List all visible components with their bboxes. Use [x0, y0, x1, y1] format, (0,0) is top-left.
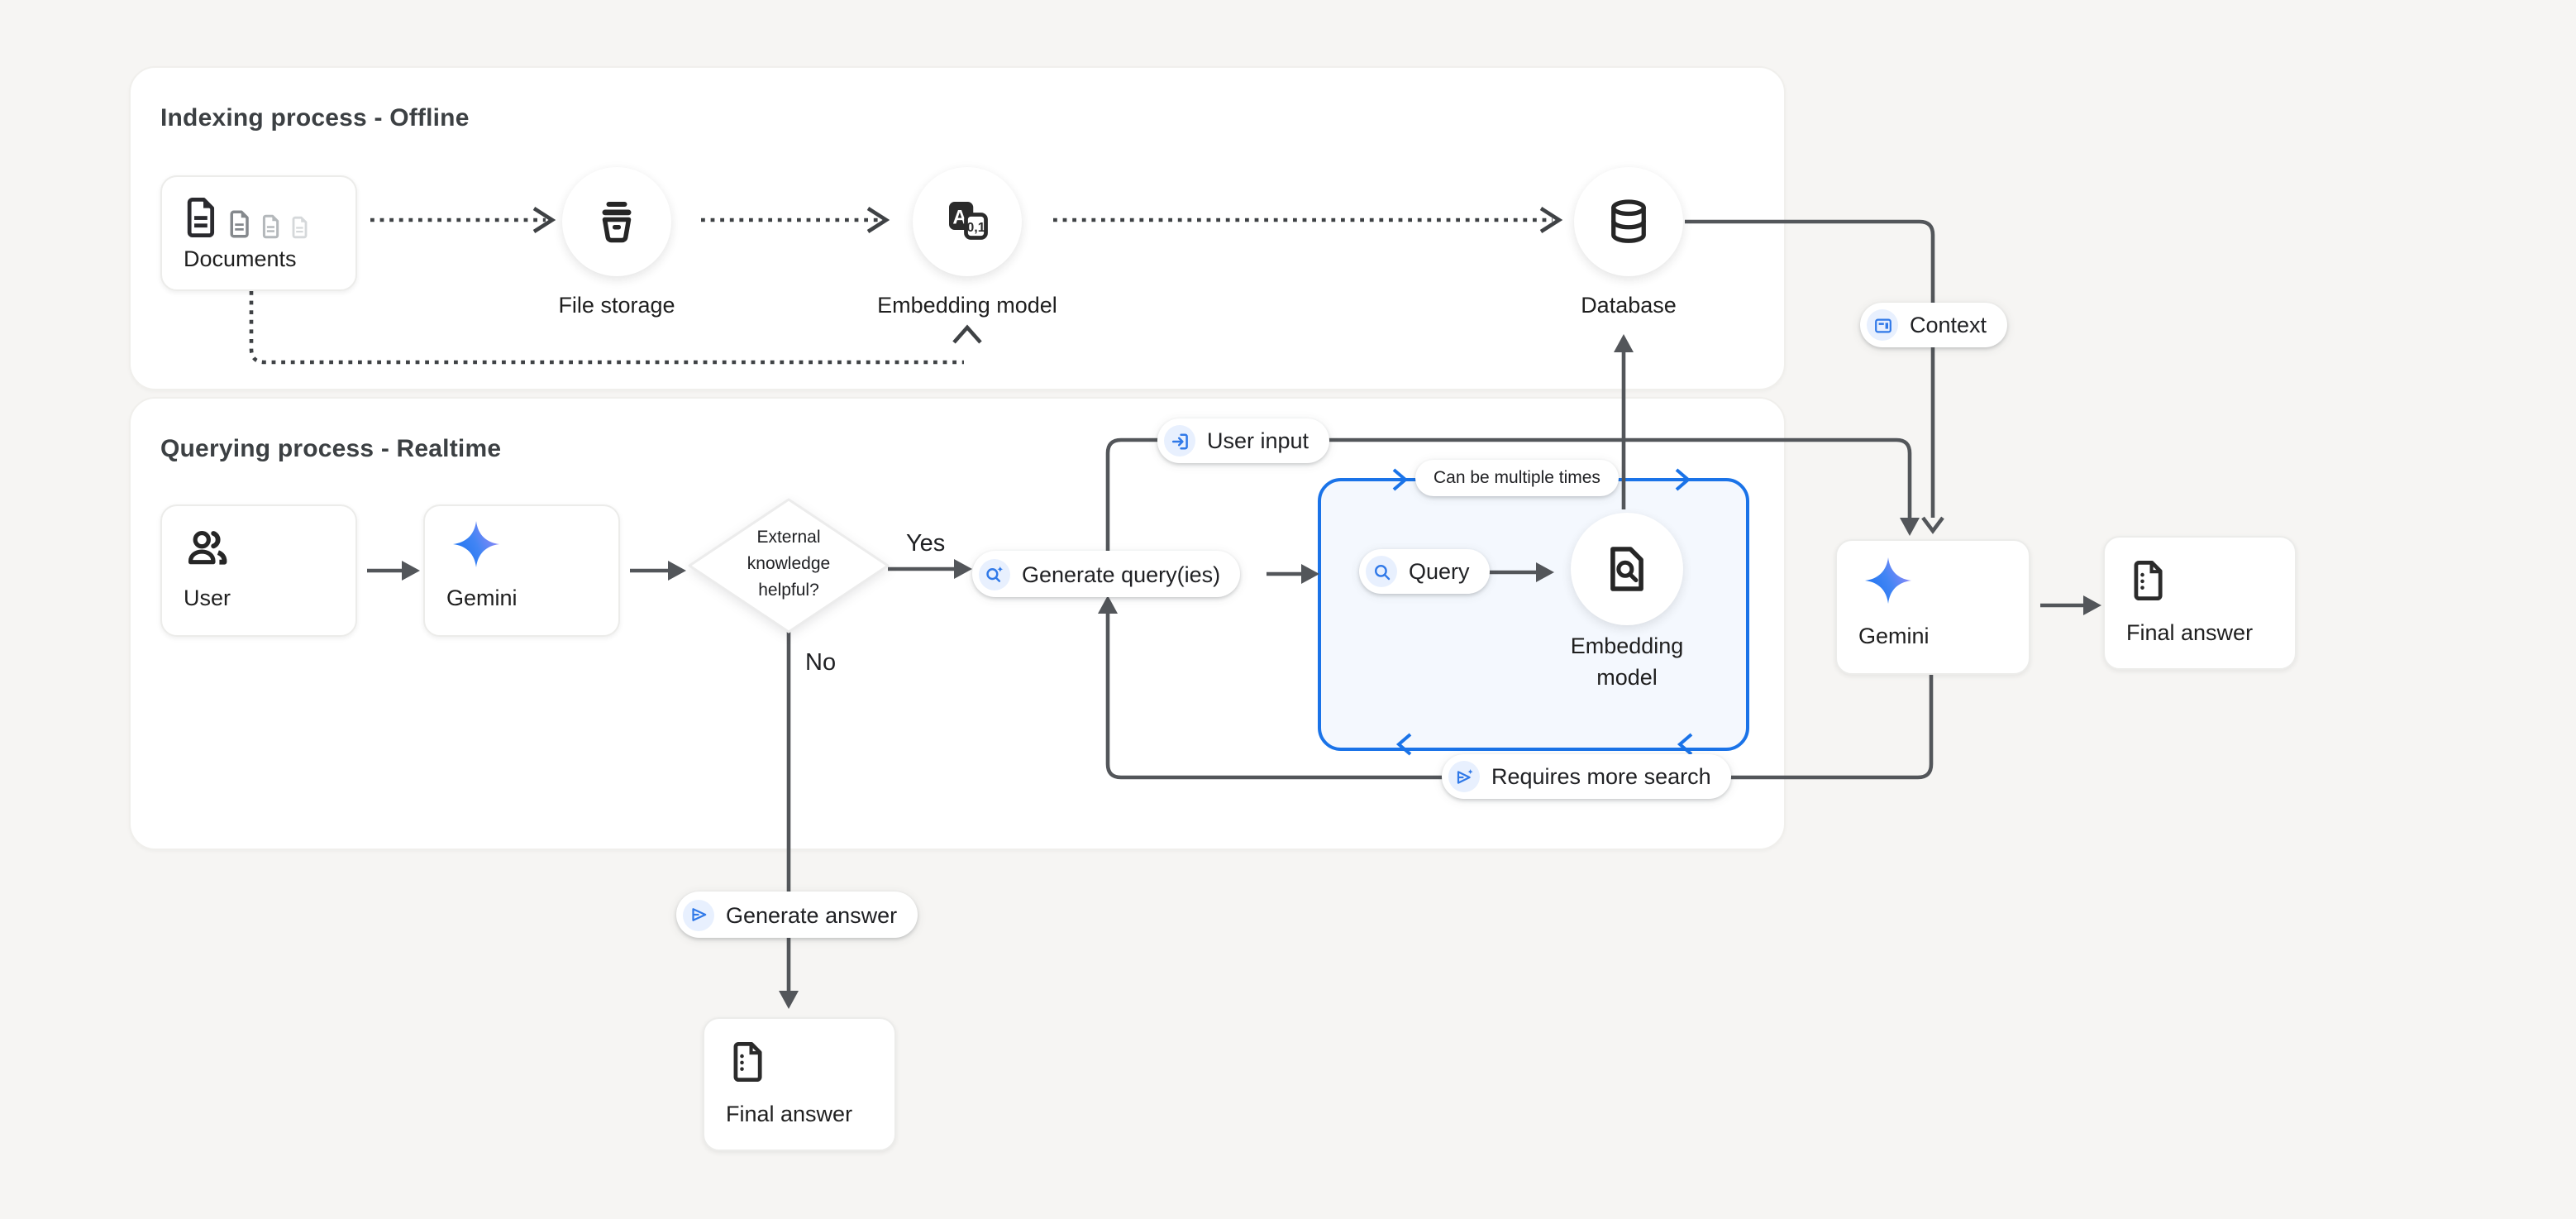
- user-input-label: User input: [1207, 428, 1309, 453]
- gemini-star-icon: [453, 521, 499, 567]
- query-label: Query: [1409, 559, 1470, 584]
- documents-card: Documents: [160, 175, 357, 291]
- svg-text:A: A: [952, 206, 966, 228]
- embedding-model-offline-label: Embedding model: [877, 293, 1057, 318]
- final-answer-bottom-card: Final answer: [703, 1017, 896, 1151]
- decision-diamond: [688, 498, 890, 633]
- arrowhead-right-icon: [2083, 595, 2101, 615]
- query-pill: Query: [1359, 549, 1490, 594]
- chevron-right-icon: [1539, 207, 1563, 233]
- gemini-answer-card: Gemini: [1835, 539, 2030, 675]
- edge-documents-embedding-feedback: [249, 291, 964, 365]
- can-be-multiple-times-label: Can be multiple times: [1433, 468, 1600, 488]
- loop-chevron-left-icon: [1677, 733, 1693, 756]
- context-pill: Context: [1860, 303, 2007, 347]
- final-answer-right-card: Final answer: [2103, 536, 2297, 670]
- arrowhead-down-icon: [1900, 518, 1920, 536]
- arrowhead-right-icon: [1301, 564, 1319, 584]
- edge-user-input-path: [1105, 437, 1912, 551]
- gemini-answer-label: Gemini: [1858, 624, 1930, 648]
- database-label: Database: [1581, 293, 1677, 318]
- loop-chevron-left-icon: [1395, 733, 1412, 756]
- document-stack-icon: [182, 195, 309, 240]
- gemini-star-icon: [1865, 557, 1911, 604]
- users-icon: [188, 530, 227, 565]
- search-icon: [1373, 563, 1390, 580]
- generate-answer-label: Generate answer: [726, 902, 898, 927]
- requires-more-search-label: Requires more search: [1491, 764, 1711, 789]
- loop-chevron-right-icon: [1675, 468, 1691, 491]
- gemini-query-label: Gemini: [446, 586, 518, 610]
- retrieval-loop-box: [1318, 478, 1749, 751]
- chevron-down-icon: [1921, 516, 1944, 534]
- chevron-up-icon: [952, 324, 982, 344]
- database-node: [1574, 167, 1683, 276]
- final-answer-right-label: Final answer: [2126, 620, 2254, 645]
- edge-database-context-path: [1685, 219, 1935, 518]
- database-icon: [1611, 199, 1646, 243]
- decision-text: External knowledge helpful?: [747, 528, 831, 600]
- arrowhead-up-icon: [1098, 595, 1118, 614]
- arrowhead-right-icon: [954, 559, 972, 579]
- arrowhead-down-icon: [779, 991, 799, 1009]
- context-label: Context: [1910, 313, 1987, 337]
- send-sparkle-icon: [1456, 767, 1472, 783]
- context-icon: [1874, 318, 1891, 332]
- edge-label-no: No: [805, 650, 837, 676]
- indexing-panel-title: Indexing process - Offline: [160, 104, 470, 132]
- final-answer-bottom-label: Final answer: [726, 1102, 853, 1126]
- user-label: User: [184, 586, 231, 610]
- requires-more-search-pill: Requires more search: [1442, 754, 1731, 799]
- generate-answer-pill: Generate answer: [676, 892, 918, 938]
- user-card: User: [160, 504, 357, 637]
- can-be-multiple-times-pill: Can be multiple times: [1415, 460, 1619, 496]
- send-icon: [691, 908, 706, 921]
- svg-text:0,1: 0,1: [966, 221, 985, 235]
- file-storage-node: [562, 167, 671, 276]
- file-storage-label: File storage: [558, 293, 675, 318]
- login-icon: [1171, 433, 1187, 449]
- arrowhead-up-icon: [1614, 334, 1634, 352]
- arrowhead-right-icon: [402, 561, 420, 581]
- embedding-model-realtime-node: [1571, 513, 1683, 625]
- generate-queries-pill: Generate query(ies): [972, 551, 1241, 597]
- final-document-icon: [2134, 560, 2163, 601]
- generate-queries-label: Generate query(ies): [1022, 562, 1221, 586]
- chevron-right-icon: [532, 207, 556, 233]
- user-input-pill: User input: [1157, 418, 1329, 463]
- documents-label: Documents: [184, 246, 297, 271]
- search-sparkle-icon: [986, 565, 1004, 581]
- querying-panel-title: Querying process - Realtime: [160, 435, 502, 463]
- loop-chevron-right-icon: [1392, 468, 1409, 491]
- storage-bucket-icon: [602, 202, 632, 243]
- gemini-query-card: Gemini: [423, 504, 620, 637]
- chevron-right-icon: [866, 207, 890, 233]
- arrowhead-right-icon: [1536, 562, 1554, 582]
- edge-label-yes: Yes: [906, 531, 946, 557]
- document-search-icon: [1610, 547, 1643, 591]
- final-document-icon: [733, 1041, 762, 1083]
- arrowhead-right-icon: [668, 561, 686, 581]
- embedding-model-realtime-label: Embedding model: [1570, 633, 1684, 690]
